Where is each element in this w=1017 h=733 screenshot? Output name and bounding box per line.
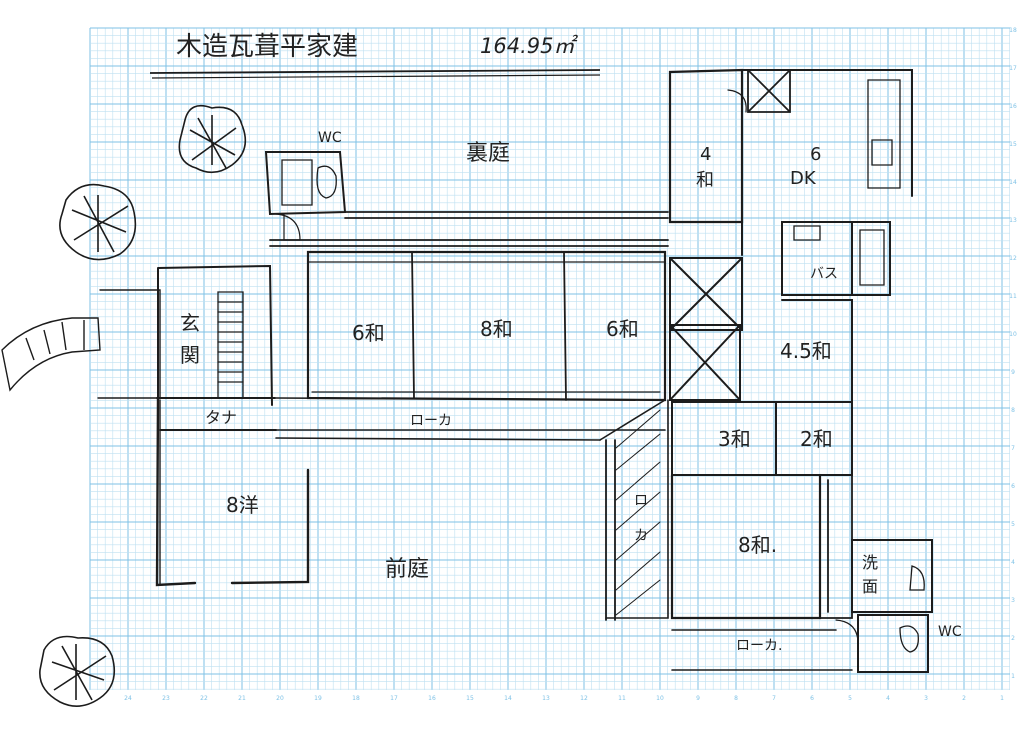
right-scale-number: 16 bbox=[1009, 103, 1017, 110]
senmen-label-2: 面 bbox=[862, 577, 878, 596]
bottom-scale-number: 18 bbox=[352, 695, 360, 702]
right-scale-number: 7 bbox=[1011, 445, 1015, 452]
right-scale-number: 18 bbox=[1009, 27, 1017, 34]
bottom-scale-number: 6 bbox=[810, 695, 814, 702]
bottom-scale-number: 19 bbox=[314, 695, 322, 702]
tree-bottom bbox=[39, 635, 116, 707]
right-scale-number: 12 bbox=[1009, 255, 1017, 262]
bottom-scale-number: 1 bbox=[1000, 695, 1004, 702]
room-8wa-b-label: 8和. bbox=[738, 533, 777, 557]
dk-label-2: DK bbox=[790, 168, 817, 189]
bottom-scale-number: 20 bbox=[276, 695, 284, 702]
right-scale-number: 1 bbox=[1011, 673, 1015, 680]
room-4wa-label-2: 和 bbox=[696, 170, 714, 191]
bottom-scale-number: 16 bbox=[428, 695, 436, 702]
right-scale-number: 10 bbox=[1009, 331, 1017, 338]
right-scale-number: 5 bbox=[1011, 521, 1015, 528]
bottom-scale-number: 24 bbox=[124, 695, 132, 702]
bottom-scale-number: 7 bbox=[772, 695, 776, 702]
room-4wa-label-1: 4 bbox=[700, 144, 711, 165]
bottom-scale-number: 11 bbox=[618, 695, 626, 702]
stepping-stone-path bbox=[1, 317, 101, 392]
right-scale-number: 2 bbox=[1011, 635, 1015, 642]
bottom-scale-number: 8 bbox=[734, 695, 738, 702]
plan-title: 木造瓦葺平家建 bbox=[176, 32, 358, 62]
roka-label-2b: カ bbox=[634, 528, 648, 544]
bottom-scale-number: 15 bbox=[466, 695, 474, 702]
title-underline bbox=[149, 69, 601, 74]
bottom-scale-number: 12 bbox=[580, 695, 588, 702]
room-6wa-a-label: 6和 bbox=[352, 321, 385, 345]
bottom-scale-number: 14 bbox=[504, 695, 512, 702]
bottom-scale-number: 17 bbox=[390, 695, 398, 702]
roka-label-3: ローカ. bbox=[736, 638, 782, 654]
senmen-label-1: 洗 bbox=[862, 553, 878, 572]
bottom-scale-number: 3 bbox=[924, 695, 928, 702]
right-scale-number: 9 bbox=[1011, 369, 1015, 376]
front-garden-label: 前庭 bbox=[385, 557, 429, 582]
right-grid-scale: 18 17 16 15 14 13 12 11 10 9 8 7 6 5 4 3 2 1 bbox=[1009, 27, 1017, 680]
roka-label-2a: ロ bbox=[634, 493, 648, 509]
right-scale-number: 13 bbox=[1009, 217, 1017, 224]
building-walls bbox=[97, 68, 933, 673]
tana-label: タナ bbox=[205, 408, 237, 427]
genkan-stair bbox=[217, 291, 244, 399]
bottom-scale-number: 2 bbox=[962, 695, 966, 702]
tree-left bbox=[59, 183, 137, 261]
right-scale-number: 11 bbox=[1009, 293, 1017, 300]
room-6wa-b-label: 6和 bbox=[606, 317, 639, 341]
right-scale-number: 14 bbox=[1009, 179, 1017, 186]
back-garden-label: 裏庭 bbox=[466, 141, 510, 166]
title-underline-2 bbox=[151, 74, 601, 79]
right-scale-number: 17 bbox=[1009, 65, 1017, 72]
bottom-scale-number: 5 bbox=[848, 695, 852, 702]
bottom-scale-number: 21 bbox=[238, 695, 246, 702]
floor-area: 164.95㎡ bbox=[480, 34, 578, 58]
bath-label: バス bbox=[810, 266, 838, 282]
bottom-scale-number: 23 bbox=[162, 695, 170, 702]
roka-label-1: ローカ bbox=[410, 413, 452, 429]
bottom-scale-number: 22 bbox=[200, 695, 208, 702]
dk-label-1: 6 bbox=[810, 144, 821, 165]
bottom-scale-number: 13 bbox=[542, 695, 550, 702]
room-8wa-a-label: 8和 bbox=[480, 317, 513, 341]
room-3wa-label: 3和 bbox=[718, 427, 751, 451]
trees bbox=[39, 104, 247, 707]
wc-top-label: WC bbox=[318, 130, 342, 146]
bottom-scale-number: 9 bbox=[696, 695, 700, 702]
bottom-scale-number: 4 bbox=[886, 695, 890, 702]
right-scale-number: 15 bbox=[1009, 141, 1017, 148]
genkan-label-1: 玄 bbox=[180, 311, 200, 335]
wc-bottom-label: WC bbox=[938, 624, 962, 640]
tree-top bbox=[178, 104, 247, 174]
bottom-scale-number: 10 bbox=[656, 695, 664, 702]
right-scale-number: 8 bbox=[1011, 407, 1015, 414]
genkan-label-2: 関 bbox=[180, 343, 200, 367]
right-scale-number: 6 bbox=[1011, 483, 1015, 490]
right-scale-number: 3 bbox=[1011, 597, 1015, 604]
room-45wa-label: 4.5和 bbox=[780, 339, 832, 363]
right-scale-number: 4 bbox=[1011, 559, 1015, 566]
room-labels: 裏庭 前庭 WC WC 玄 関 タナ 8洋 6和 8和 6和 4 和 6 DK … bbox=[180, 130, 962, 654]
room-8yo-label: 8洋 bbox=[226, 493, 259, 517]
room-2wa-label: 2和 bbox=[800, 427, 833, 451]
